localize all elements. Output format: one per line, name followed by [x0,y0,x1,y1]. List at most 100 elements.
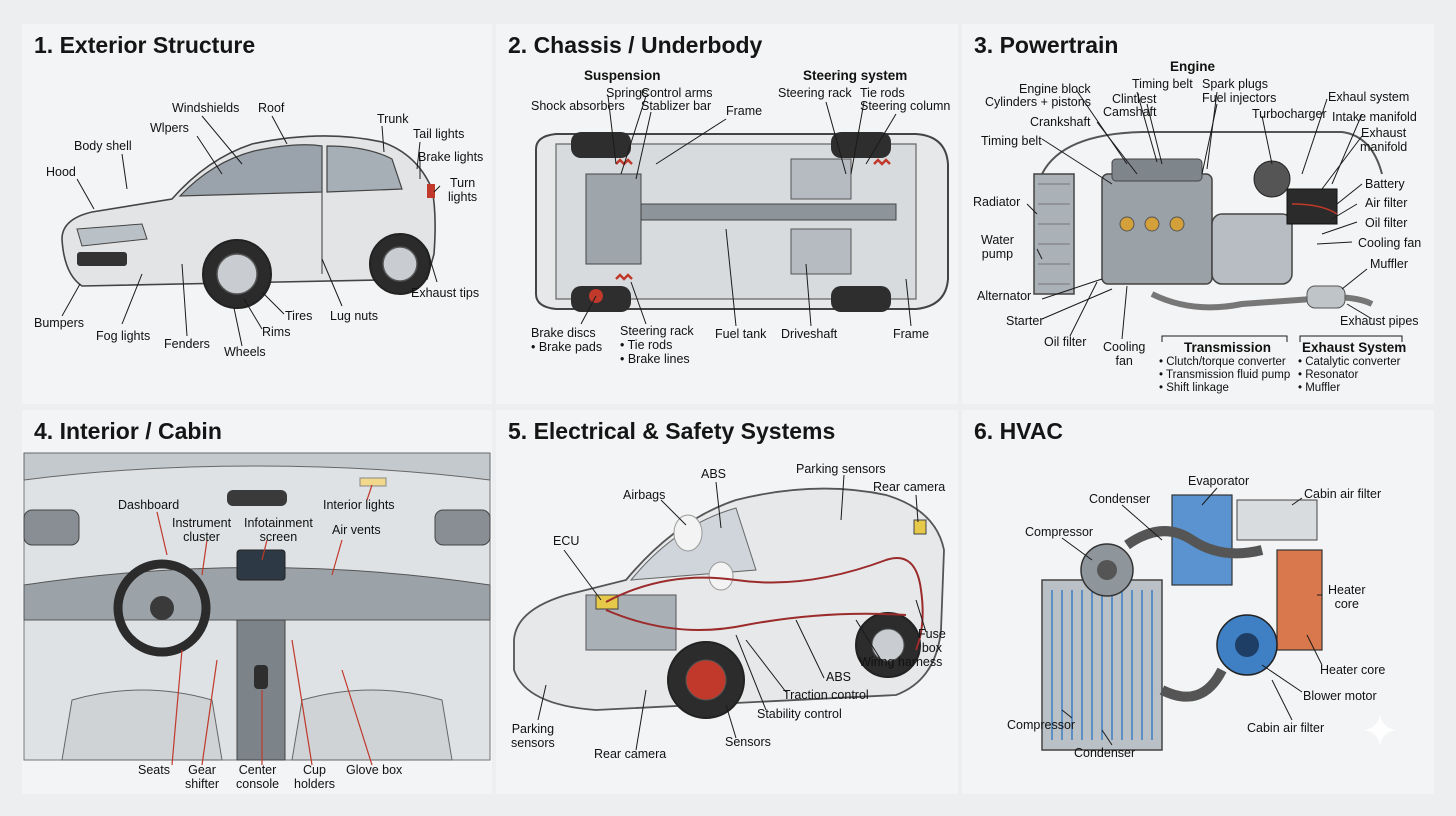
panel-interior: 4. Interior / Cabin Dashboard Interior l… [22,410,492,794]
passenger-seat [291,689,453,761]
airbag-side [708,561,734,591]
label-crankshaft: Crankshaft [1030,115,1091,129]
label-fuel-injectors: Fuel injectors [1202,91,1277,105]
label-battery: Battery [1365,177,1405,191]
interior-light [359,477,387,487]
label-airbags: Airbags [623,488,666,502]
dashboard [23,567,491,621]
center-console [236,619,286,761]
engine-illustration [1026,90,1403,342]
sedan-illustration [61,115,441,347]
label-tie-rods-top: Tie rods [860,86,905,100]
label-air-vents: Air vents [332,523,381,537]
label-sensors: Sensors [725,735,771,749]
exhaust-pipe [1150,291,1374,311]
underbody-illustration [535,95,949,327]
label-alternator: Alternator [977,289,1032,303]
transmission [1211,213,1293,285]
label-heater-core-bottom: Heater core [1320,663,1386,677]
label-tires: Tires [285,309,313,323]
windshield [178,144,323,197]
left-mirror [23,509,80,546]
label-frame-top: Frame [726,104,763,118]
panel-powertrain: 3. Powertrain Engine [962,24,1434,404]
heading-transmission: Transmission [1184,340,1272,355]
label-starter: Starter [1006,314,1044,328]
turbocharger [1253,160,1291,198]
panel-title: 5. Electrical & Safety Systems [508,418,836,444]
right-mirror [434,509,491,546]
label-compressor-top: Compressor [1025,525,1094,539]
label-dashboard: Dashboard [118,498,180,512]
label-brake-discs: Brake discs• Brake pads [531,326,603,354]
infotainment-screen [236,549,286,581]
panel-title: 4. Interior / Cabin [34,418,222,444]
label-abs-bottom: ABS [826,670,852,684]
label-springs: Springs [606,86,649,100]
label-driveshaft: Driveshaft [781,327,838,341]
rear-right-tire [831,286,891,312]
label-camshaft: Camshaft [1103,105,1157,119]
label-condenser-top: Condenser [1089,492,1151,506]
airbag-front [673,514,703,552]
panel-chassis: 2. Chassis / Underbody Suspension Steeri… [496,24,958,404]
exhaust-list: • Catalytic converter • Resonator • Muff… [1298,356,1401,394]
label-timing-belt-top: Timing belt [1132,77,1193,91]
label-windshields: Windshields [172,101,240,115]
refrigerant-line [1124,526,1264,559]
label-control-arms: Control arms [641,86,713,100]
panel-title: 1. Exterior Structure [34,32,256,58]
cabin-illustration [23,452,491,766]
rearview-mirror [227,490,287,506]
panel-electrical: 5. Electrical & Safety Systems ABS Parki… [496,410,958,794]
label-steering-rack-top: Steering rack [778,86,852,100]
label-rear-camera-top: Rear camera [873,480,946,494]
leader-lines [1061,487,1323,746]
leader-lines [537,474,927,751]
cabin-air-filter [1236,499,1318,541]
muffler [1306,285,1346,309]
leader-lines [156,484,373,766]
label-timing-belt-left: Timing belt [981,134,1042,148]
label-shock-absorbers: Shock absorbers [531,99,625,113]
label-abs-top: ABS [701,467,727,481]
xray-car-illustration [513,474,945,751]
cylinder-head [1111,158,1203,182]
leader-lines [580,95,912,327]
gear-shifter [254,665,268,689]
label-interior-lights: Interior lights [323,498,395,512]
grille [77,252,127,266]
panel-title: 3. Powertrain [974,32,1119,58]
panel-title: 6. HVAC [974,418,1064,444]
label-evaporator: Evaporator [1188,474,1250,488]
evaporator [1171,494,1233,586]
label-body-shell: Body shell [74,139,132,153]
label-ecu: ECU [553,534,580,548]
label-oil-filter-right: Oil filter [1365,216,1408,230]
label-cabin-air-filter-top: Cabin air filter [1304,487,1382,501]
label-cabin-air-filter-bottom: Cabin air filter [1247,721,1325,735]
sparkle-icon [1364,714,1396,746]
label-roof: Roof [258,101,285,115]
engine-block [585,173,642,265]
label-seats: Seats [138,763,170,777]
label-blower-motor: Blower motor [1303,689,1377,703]
label-fenders: Fenders [164,337,210,351]
heading-exhaust-system: Exhaust System [1302,340,1407,355]
label-clintlest: Clintlest [1112,92,1157,106]
heater-core [1276,549,1323,651]
label-fog-lights: Fog lights [96,329,151,343]
leader-lines [61,115,441,347]
panel-exterior: 1. Exterior Structure Windshields Roof W… [22,24,492,404]
label-spark-plugs: Spark plugs [1202,77,1269,91]
label-hood: Hood [46,165,76,179]
label-oil-filter-bottom: Oil filter [1044,335,1087,349]
